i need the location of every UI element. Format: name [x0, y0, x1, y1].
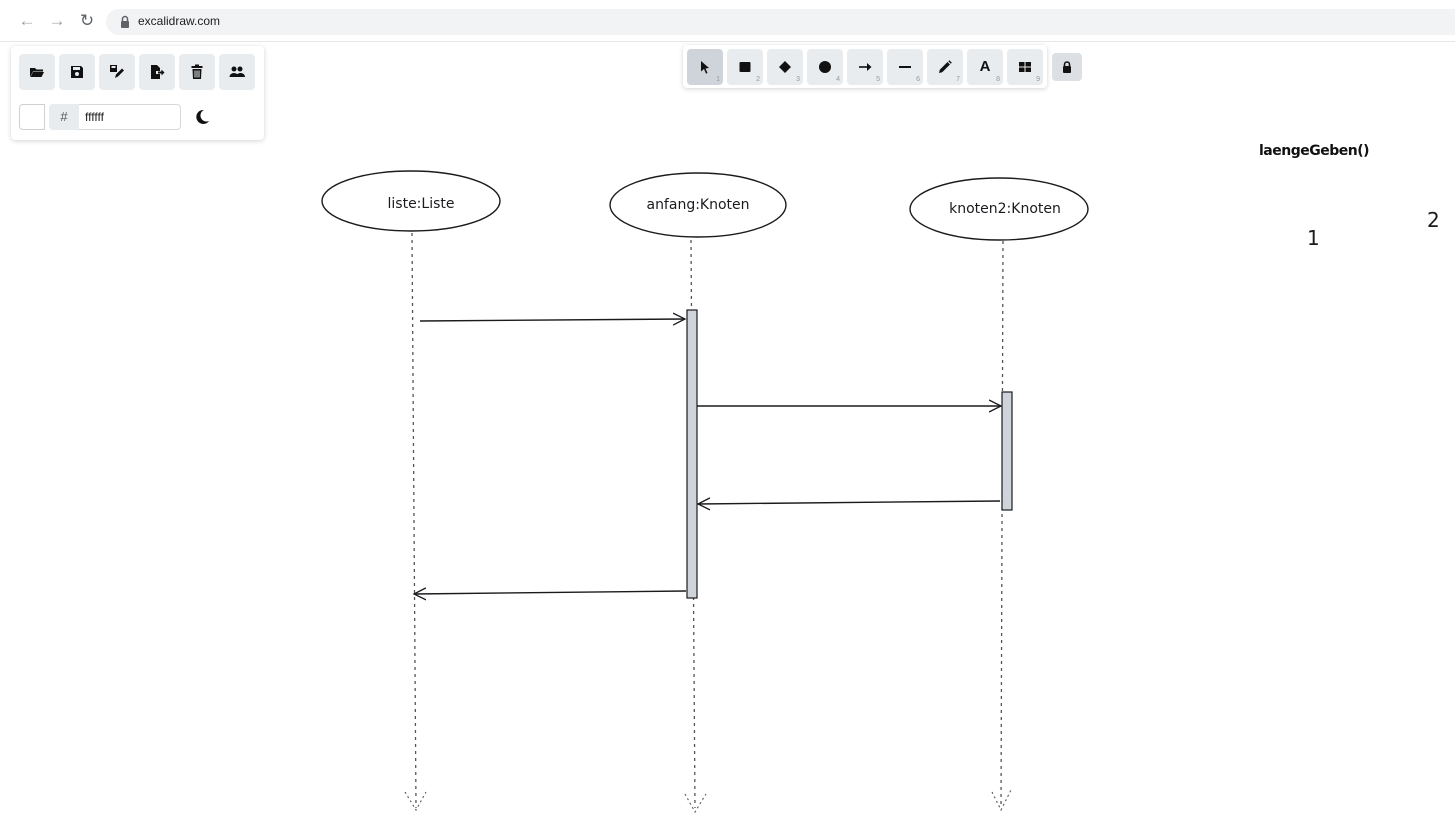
tool-lock-button[interactable] — [1052, 53, 1082, 81]
save-as-button[interactable] — [99, 54, 135, 90]
open-button[interactable] — [19, 54, 55, 90]
lock-icon — [121, 15, 129, 28]
tool-rectangle[interactable]: 2 — [727, 48, 763, 85]
message-return-1 — [414, 591, 687, 594]
lifeline-label-liste: liste:Liste — [388, 196, 455, 212]
lifeline-end-arrow-liste — [404, 791, 427, 812]
lifeline-dash-anfang — [690, 239, 696, 809]
export-button[interactable] — [139, 54, 175, 90]
tool-key: 8 — [996, 75, 1000, 83]
activation-bar-anfang — [686, 309, 698, 599]
tool-key: 6 — [916, 75, 920, 83]
tool-ellipse[interactable]: 4 — [807, 48, 843, 85]
library-icon — [1019, 61, 1031, 72]
back-icon[interactable]: ← — [18, 11, 36, 30]
address-bar[interactable]: excalidraw.com — [106, 9, 1455, 35]
clear-canvas-button[interactable] — [179, 54, 215, 90]
tool-key: 4 — [836, 75, 840, 83]
save-button[interactable] — [59, 54, 95, 90]
export-icon — [151, 65, 165, 79]
lifeline-dash-liste — [411, 232, 417, 809]
message-return-2 — [698, 501, 1001, 504]
tool-key: 7 — [956, 75, 960, 83]
menu-panel: # — [11, 46, 264, 140]
url-text: excalidraw.com — [138, 14, 221, 28]
tool-selection[interactable]: 1 — [687, 48, 723, 85]
tool-diamond[interactable]: 3 — [767, 48, 803, 85]
text-icon: A — [979, 58, 991, 75]
number-label-1: 1 — [1307, 226, 1320, 250]
tool-arrow[interactable]: 5 — [847, 48, 883, 85]
lifeline-label-anfang: anfang:Knoten — [646, 197, 749, 213]
hex-prefix: # — [49, 104, 79, 130]
rectangle-icon — [739, 61, 751, 72]
pencil-icon — [939, 59, 952, 73]
number-label-2: 2 — [1427, 208, 1440, 232]
activation-bar-knoten2 — [1001, 391, 1013, 511]
lifeline-head-knoten2 — [909, 177, 1089, 241]
collaborate-button[interactable] — [219, 54, 255, 90]
reload-icon[interactable]: ↻ — [79, 11, 95, 30]
save-icon — [71, 66, 83, 78]
lifeline-head-anfang — [609, 172, 787, 238]
tool-key: 1 — [716, 75, 720, 83]
tool-library[interactable]: 9 — [1007, 48, 1043, 85]
users-icon — [229, 66, 245, 77]
lock-icon — [1063, 61, 1071, 73]
background-color-swatch[interactable] — [19, 104, 45, 130]
method-label: laengeGeben() — [1259, 143, 1370, 159]
dark-mode-icon[interactable] — [193, 108, 211, 126]
file-actions — [19, 54, 255, 90]
browser-chrome: ← → ↻ excalidraw.com — [0, 0, 1455, 42]
ellipse-icon — [819, 60, 831, 73]
background-color-input[interactable] — [79, 104, 181, 130]
trash-icon — [191, 64, 203, 79]
tool-draw[interactable]: 7 — [927, 48, 963, 85]
message-call-1 — [419, 319, 685, 321]
arrow-icon — [859, 62, 872, 71]
save-as-icon — [110, 65, 124, 78]
lifeline-end-arrow-knoten2 — [991, 789, 1012, 812]
line-icon — [899, 65, 911, 68]
open-icon — [30, 68, 44, 77]
shape-toolbar: 1 2 3 4 5 6 7 A 8 9 — [683, 45, 1047, 88]
tool-key: 5 — [876, 75, 880, 83]
cursor-icon — [701, 60, 709, 74]
tool-key: 9 — [1036, 75, 1040, 83]
tool-key: 2 — [756, 75, 760, 83]
lifeline-end-arrow-anfang — [684, 793, 707, 814]
lifeline-head-liste — [321, 170, 501, 232]
background-color-picker: # — [19, 104, 211, 130]
lifeline-label-knoten2: knoten2:Knoten — [949, 201, 1061, 217]
lifeline-dash-knoten2 — [1000, 240, 1004, 809]
diamond-icon — [779, 60, 791, 73]
forward-icon[interactable]: → — [48, 11, 66, 30]
tool-line[interactable]: 6 — [887, 48, 923, 85]
tool-key: 3 — [796, 75, 800, 83]
tool-text[interactable]: A 8 — [967, 48, 1003, 85]
